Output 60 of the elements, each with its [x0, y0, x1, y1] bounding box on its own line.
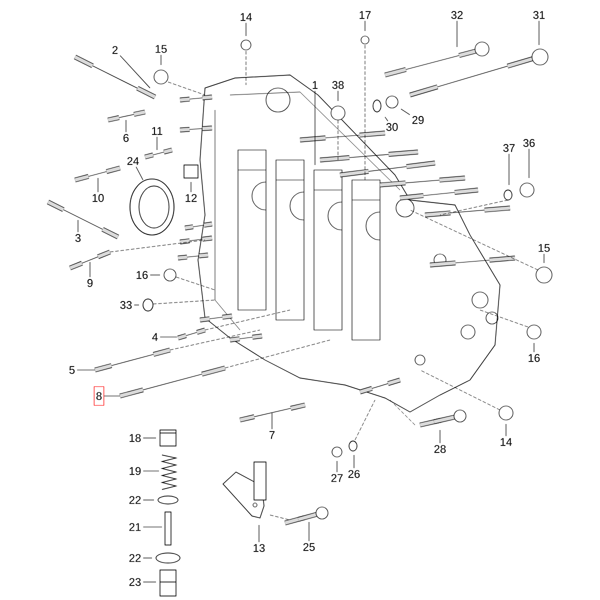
highlighted-callout-number: 8	[94, 386, 104, 406]
callout-number: 11	[152, 127, 162, 135]
callout-number: 1	[312, 81, 318, 89]
callout-number: 15	[156, 45, 167, 53]
callout-number: 14	[240, 13, 252, 21]
leader-line	[136, 166, 144, 180]
callout-number: 22	[129, 554, 141, 562]
leader-line	[364, 20, 366, 32]
callout-number: 32	[451, 11, 463, 19]
leader-line	[160, 54, 162, 66]
callout-number: 18	[130, 434, 141, 442]
leader-line	[190, 182, 192, 192]
leader-line	[308, 522, 310, 542]
callout-number: 5	[69, 366, 75, 374]
callout-number: 14	[500, 438, 512, 446]
leader-line	[120, 55, 150, 88]
callout-number: 2	[112, 46, 118, 54]
callout-number: 25	[303, 543, 315, 551]
leader-line	[456, 20, 458, 48]
callout-number: 15	[538, 244, 550, 252]
leader-line	[538, 20, 540, 46]
callout-number: 31	[533, 11, 545, 19]
callout-number: 13	[254, 544, 265, 552]
leader-line	[528, 148, 530, 178]
callout-number: 27	[331, 474, 343, 482]
callout-number: 9	[87, 279, 93, 287]
callout-number: 3	[75, 234, 81, 242]
callout-number: 38	[332, 81, 344, 89]
callout-number: 7	[269, 431, 275, 439]
callout-number: 26	[348, 470, 360, 478]
callout-number: 10	[92, 194, 104, 202]
leader-line	[142, 470, 160, 472]
callout-number: 19	[130, 467, 141, 475]
leader-line	[314, 90, 316, 166]
callout-number: 36	[523, 139, 535, 147]
callout-number: 4	[152, 333, 158, 341]
leader-line	[336, 460, 338, 472]
callout-number: 16	[528, 354, 540, 362]
callout-number: 16	[136, 271, 148, 279]
leader-line	[134, 304, 140, 306]
leader-line	[400, 108, 410, 115]
callout-number: 6	[123, 134, 129, 142]
callout-number: 28	[434, 445, 446, 453]
callout-number: 23	[129, 578, 141, 586]
callout-number: 29	[412, 116, 424, 124]
leader-line	[142, 526, 162, 528]
callout-number: 22	[129, 496, 141, 504]
leader-line	[384, 116, 388, 122]
callout-number: 12	[186, 194, 197, 202]
callout-number: 30	[386, 123, 398, 131]
callout-number: 37	[503, 144, 515, 152]
leader-line	[156, 136, 158, 150]
leader-line	[258, 524, 260, 542]
callout-number: 17	[360, 11, 371, 19]
leader-line	[160, 336, 178, 338]
callout-number: 24	[127, 157, 139, 165]
leader-line	[508, 154, 510, 186]
callout-number: 21	[129, 523, 141, 531]
leader-line	[150, 274, 160, 276]
callout-number: 33	[120, 301, 132, 309]
